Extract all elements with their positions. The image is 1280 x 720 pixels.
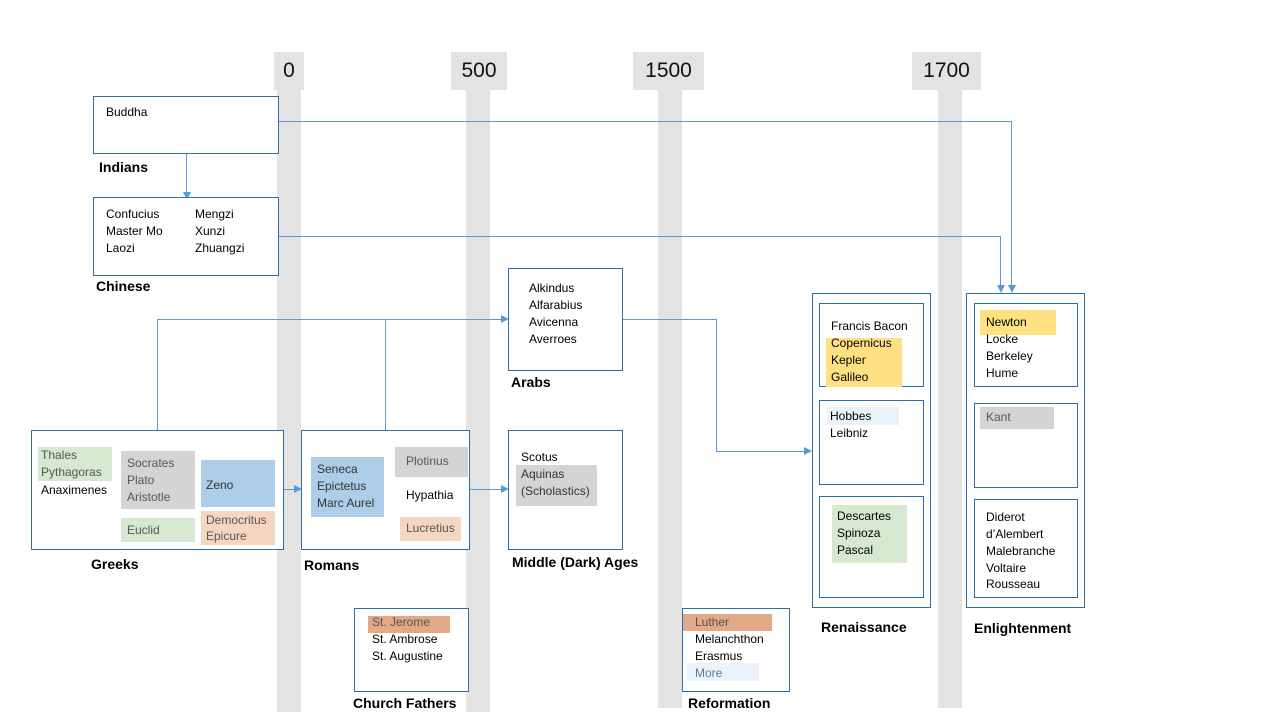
name-averroes: Averroes (529, 332, 577, 346)
timeline-bar-500 (466, 90, 490, 712)
timeline-bar-1700 (938, 90, 962, 708)
name-aristotle: Aristotle (127, 490, 171, 504)
name-dalembert: d’Alembert (986, 527, 1044, 541)
name-marc-aurel: Marc Aurel (317, 496, 375, 510)
name-thales: Thales (41, 448, 78, 462)
name-zhuangzi: Zhuangzi (195, 241, 245, 255)
indians-label: Indians (99, 159, 149, 175)
renaissance-science-box: Francis Bacon Copernicus Kepler Galileo (819, 303, 924, 387)
name-melanchthon: Melanchthon (695, 632, 764, 646)
name-spinoza: Spinoza (837, 526, 881, 540)
name-francis-bacon: Francis Bacon (831, 319, 908, 333)
name-st-augustine: St. Augustine (372, 649, 443, 663)
name-alfarabius: Alfarabius (529, 298, 583, 312)
name-laozi: Laozi (106, 241, 135, 255)
name-master-mo: Master Mo (106, 224, 163, 238)
name-galileo: Galileo (831, 370, 869, 384)
name-lucretius: Lucretius (406, 521, 455, 535)
name-democritus: Democritus (206, 513, 267, 527)
year-label-0: 0 (274, 52, 304, 90)
name-aquinas: Aquinas (521, 467, 565, 481)
name-descartes: Descartes (837, 509, 892, 523)
name-locke: Locke (986, 332, 1019, 346)
enlightenment-box: Newton Locke Berkeley Hume Kant Diderot … (966, 293, 1085, 608)
name-scholastics: (Scholastics) (521, 484, 590, 498)
name-diderot: Diderot (986, 510, 1025, 524)
middle-ages-label: Middle (Dark) Ages (512, 554, 639, 570)
name-erasmus: Erasmus (695, 649, 743, 663)
renaissance-label: Renaissance (821, 619, 907, 635)
name-berkeley: Berkeley (986, 349, 1033, 363)
year-label-1700: 1700 (912, 52, 981, 90)
romans-label: Romans (304, 557, 360, 573)
reformation-label: Reformation (688, 695, 771, 711)
renaissance-rationalists-box: Descartes Spinoza Pascal (819, 496, 924, 598)
greeks-label: Greeks (91, 556, 139, 572)
name-plotinus: Plotinus (406, 454, 449, 468)
name-seneca: Seneca (317, 462, 358, 476)
renaissance-hobbes-box: Hobbes Leibniz (819, 400, 924, 485)
renaissance-box: Francis Bacon Copernicus Kepler Galileo … (812, 293, 931, 608)
year-label-1500: 1500 (633, 52, 704, 90)
romans-box: Seneca Epictetus Marc Aurel Plotinus Hyp… (301, 430, 470, 550)
indians-box: Buddha (93, 96, 279, 154)
name-scotus: Scotus (521, 450, 558, 464)
reformation-box: Luther Melanchthon Erasmus More (682, 608, 790, 692)
year-label-500: 500 (451, 52, 507, 90)
name-leibniz: Leibniz (830, 426, 869, 440)
name-hypathia: Hypathia (406, 488, 454, 502)
timeline-bar-1500 (658, 90, 682, 708)
name-hume: Hume (986, 366, 1019, 380)
enlightenment-kant-box: Kant (974, 403, 1078, 488)
greeks-box: Thales Pythagoras Anaximenes Socrates Pl… (31, 430, 284, 550)
name-st-jerome: St. Jerome (372, 615, 431, 629)
name-kant: Kant (986, 410, 1011, 424)
name-epictetus: Epictetus (317, 479, 367, 493)
name-copernicus: Copernicus (831, 336, 892, 350)
name-alkindus: Alkindus (529, 281, 575, 295)
name-buddha: Buddha (106, 105, 148, 119)
name-pythagoras: Pythagoras (41, 465, 102, 479)
name-mengzi: Mengzi (195, 207, 234, 221)
enlightenment-empiricists-box: Newton Locke Berkeley Hume (974, 303, 1078, 387)
name-hobbes: Hobbes (830, 409, 872, 423)
middle-ages-box: Scotus Aquinas (Scholastics) (508, 430, 623, 550)
arabs-box: Alkindus Alfarabius Avicenna Averroes (508, 268, 623, 371)
name-voltaire: Voltaire (986, 561, 1027, 575)
name-zeno: Zeno (206, 478, 234, 492)
name-confucius: Confucius (106, 207, 160, 221)
chinese-box: Confucius Master Mo Laozi Mengzi Xunzi Z… (93, 197, 279, 276)
name-st-ambrose: St. Ambrose (372, 632, 438, 646)
name-luther: Luther (695, 615, 730, 629)
name-more: More (695, 666, 723, 680)
name-anaximenes: Anaximenes (41, 483, 108, 497)
church-fathers-label: Church Fathers (353, 695, 457, 711)
name-epicure: Epicure (206, 529, 247, 543)
arabs-label: Arabs (511, 374, 551, 390)
name-plato: Plato (127, 473, 155, 487)
name-kepler: Kepler (831, 353, 866, 367)
name-socrates: Socrates (127, 456, 175, 470)
name-xunzi: Xunzi (195, 224, 226, 238)
name-avicenna: Avicenna (529, 315, 579, 329)
name-newton: Newton (986, 315, 1027, 329)
timeline-bar-0 (277, 90, 301, 712)
name-malebranche: Malebranche (986, 544, 1056, 558)
enlightenment-label: Enlightenment (974, 620, 1072, 636)
enlightenment-encyclopedists-box: Diderot d’Alembert Malebranche Voltaire … (974, 499, 1078, 598)
church-fathers-box: St. Jerome St. Ambrose St. Augustine (354, 608, 469, 692)
name-pascal: Pascal (837, 543, 874, 557)
chinese-label: Chinese (96, 278, 151, 294)
name-euclid: Euclid (127, 523, 160, 537)
name-rousseau: Rousseau (986, 577, 1041, 591)
